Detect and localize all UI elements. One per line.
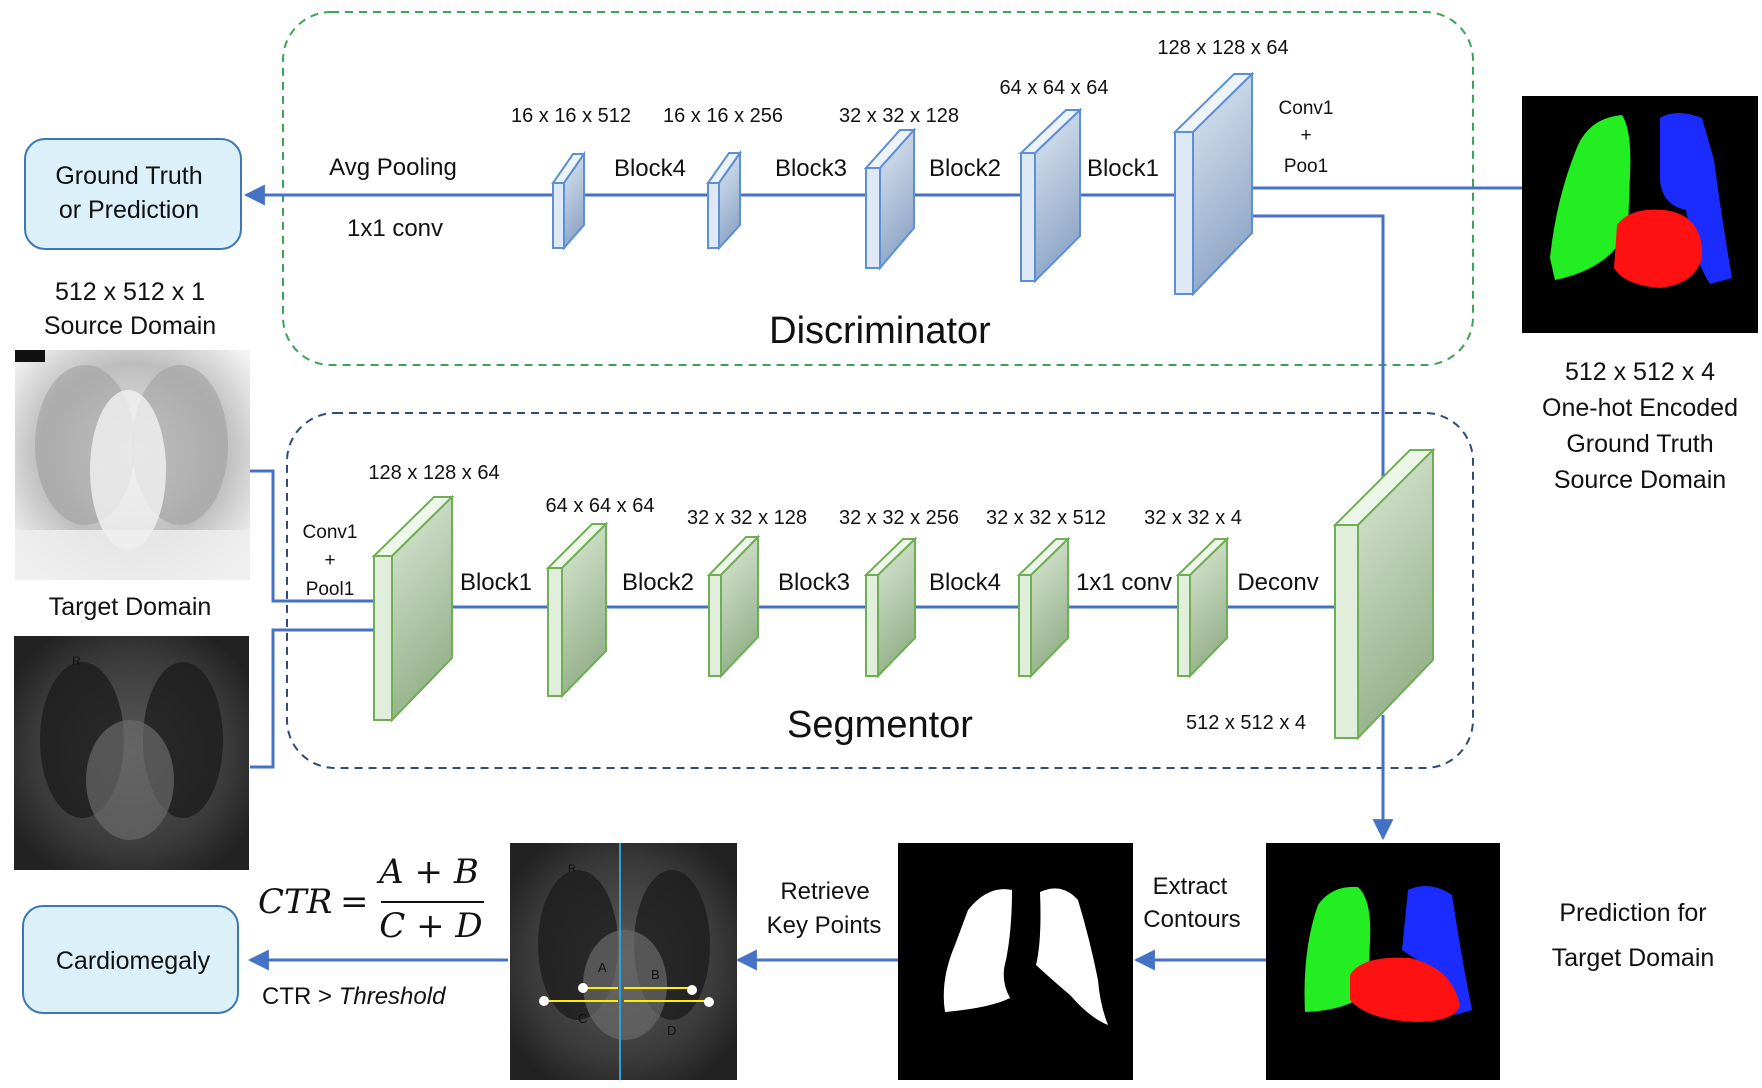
- seg-to-disc-line: [1232, 214, 1385, 485]
- disc-dim-3: 32 x 32 x 128: [839, 105, 959, 127]
- seg-block3-label: Block3: [778, 569, 850, 596]
- seg-layer-6: [1175, 536, 1230, 679]
- key-points-label: Key Points: [767, 912, 882, 939]
- ctr-threshold-condition: CTR > Threshold: [262, 983, 446, 1010]
- ctr-label: CTR: [258, 882, 332, 922]
- keypoints-r-marker: R: [568, 863, 576, 875]
- disc-block4-label: Block4: [614, 155, 686, 182]
- ctr-formula: CTR = A + B C + D: [258, 852, 484, 946]
- output-line2: or Prediction: [59, 196, 199, 224]
- source-domain-xray: [15, 350, 250, 580]
- keypoint-c-label: C: [578, 1011, 587, 1026]
- gt-caption-1: 512 x 512 x 4: [1565, 358, 1715, 386]
- seg-dim-7: 512 x 512 x 4: [1186, 712, 1306, 734]
- seg-layer-5: [1016, 536, 1071, 679]
- disc-pool1-label: Poo1: [1284, 156, 1328, 177]
- source-input-line: [250, 469, 374, 603]
- disc-block1-label: Block1: [1087, 155, 1159, 182]
- output-line1: Ground Truth: [55, 162, 202, 190]
- cardiomegaly-box: Cardiomegaly: [22, 905, 239, 1014]
- disc-layer-5: [1172, 71, 1255, 297]
- disc-1x1-conv-label: 1x1 conv: [347, 215, 443, 242]
- seg-block4-label: Block4: [929, 569, 1001, 596]
- contour-mask-image: [898, 843, 1133, 1080]
- contours-label: Contours: [1143, 906, 1240, 933]
- ctr-denominator: C + D: [379, 906, 482, 946]
- seg-dim-4: 32 x 32 x 256: [839, 507, 959, 529]
- keypoint-a-label: A: [598, 960, 607, 975]
- seg-layer-4: [863, 536, 918, 679]
- seg-output-layer: [1332, 447, 1436, 741]
- gt-caption-4: Source Domain: [1554, 466, 1726, 494]
- disc-layer-1: [551, 150, 586, 251]
- seg-dim-3: 32 x 32 x 128: [687, 507, 807, 529]
- source-domain-label: Source Domain: [44, 312, 216, 340]
- disc-dim-1: 16 x 16 x 512: [511, 105, 631, 127]
- threshold-prefix: CTR >: [262, 983, 339, 1010]
- keypoint-d-label: D: [667, 1023, 676, 1038]
- discriminator-title: Discriminator: [769, 310, 991, 352]
- disc-conv1-label: Conv1: [1279, 98, 1334, 119]
- target-r-marker: R: [72, 654, 81, 668]
- seg-layer-1: [371, 494, 455, 723]
- seg-dim-6: 32 x 32 x 4: [1144, 507, 1242, 529]
- threshold-word: Threshold: [339, 983, 446, 1010]
- disc-dim-4: 64 x 64 x 64: [1000, 77, 1109, 99]
- gt-caption-2: One-hot Encoded: [1542, 394, 1738, 422]
- ctr-numerator: A + B: [376, 852, 479, 892]
- seg-1x1-conv-label: 1x1 conv: [1076, 569, 1172, 596]
- disc-block3-label: Block3: [775, 155, 847, 182]
- cardiomegaly-label: Cardiomegaly: [56, 947, 211, 975]
- seg-dim-5: 32 x 32 x 512: [986, 507, 1106, 529]
- extract-label: Extract: [1153, 873, 1228, 900]
- segmentor-region: [286, 412, 1474, 769]
- seg-block2-label: Block2: [622, 569, 694, 596]
- disc-layer-4: [1018, 107, 1083, 284]
- segmentor-title: Segmentor: [787, 704, 973, 746]
- avg-pooling-label: Avg Pooling: [329, 154, 457, 181]
- disc-block2-label: Block2: [929, 155, 1001, 182]
- disc-layer-3: [863, 127, 917, 271]
- seg-dim-1: 128 x 128 x 64: [368, 462, 499, 484]
- prediction-mask-image: [1266, 843, 1500, 1080]
- ctr-equals: =: [340, 882, 369, 922]
- prediction-caption-1: Prediction for: [1559, 899, 1706, 927]
- retrieve-label: Retrieve: [780, 878, 869, 905]
- prediction-caption-2: Target Domain: [1552, 944, 1715, 972]
- gt-caption-3: Ground Truth: [1566, 430, 1713, 458]
- keypoints-xray: A B C D R: [510, 843, 737, 1080]
- disc-dim-2: 16 x 16 x 256: [663, 105, 783, 127]
- seg-pool1-label: Pool1: [306, 579, 355, 600]
- ground-truth-or-prediction-box: Ground Truth or Prediction: [24, 138, 242, 250]
- disc-layer-2: [706, 149, 742, 251]
- target-input-line: [250, 628, 374, 769]
- disc-plus-label: +: [1300, 125, 1311, 146]
- seg-layer-2: [545, 521, 609, 699]
- source-dim-label: 512 x 512 x 1: [55, 278, 205, 306]
- keypoint-b-label: B: [651, 967, 660, 982]
- target-domain-label: Target Domain: [49, 593, 212, 621]
- seg-plus-label: +: [324, 550, 335, 571]
- seg-dim-2: 64 x 64 x 64: [546, 495, 655, 517]
- ground-truth-mask-image: [1522, 96, 1758, 333]
- target-domain-xray: R: [14, 636, 249, 870]
- discriminator-region: [282, 11, 1474, 366]
- disc-dim-5: 128 x 128 x 64: [1157, 37, 1288, 59]
- seg-deconv-label: Deconv: [1237, 569, 1318, 596]
- seg-conv1-label: Conv1: [303, 522, 358, 543]
- seg-layer-3: [706, 534, 761, 679]
- seg-block1-label: Block1: [460, 569, 532, 596]
